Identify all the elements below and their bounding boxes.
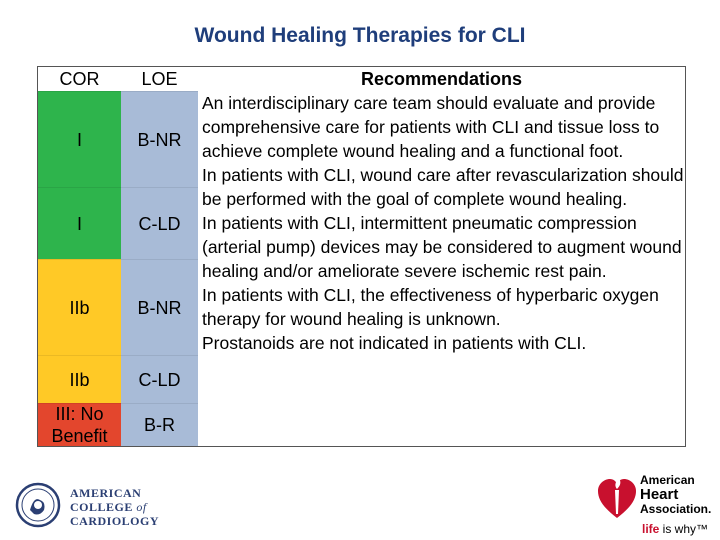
aha-line-3: Association. xyxy=(640,502,712,516)
aha-logo-text: American Heart Association. xyxy=(640,474,711,516)
header-cor: COR xyxy=(38,67,121,91)
recommendation-item: In patients with CLI, wound care after r… xyxy=(202,165,684,209)
acc-logo-text: AMERICAN COLLEGE of CARDIOLOGY xyxy=(70,486,159,528)
loe-cell: C-LD xyxy=(121,187,198,259)
acc-line-2: COLLEGE of xyxy=(70,500,159,514)
aha-tag-life: life xyxy=(642,522,660,536)
recommendation-item: Prostanoids are not indicated in patient… xyxy=(202,333,587,353)
cor-cell: IIb xyxy=(38,355,121,403)
recommendation-item: An interdisciplinary care team should ev… xyxy=(202,93,660,161)
cor-cell: I xyxy=(38,91,121,187)
acc-line-1: AMERICAN xyxy=(70,486,142,500)
loe-cell: B-NR xyxy=(121,91,198,187)
loe-cell: C-LD xyxy=(121,355,198,403)
recommendations-table: COR LOE Recommendations I I IIb IIb III:… xyxy=(37,66,686,447)
aha-heart-torch-icon xyxy=(598,476,636,518)
loe-cell: B-R xyxy=(121,403,198,446)
cor-cell: I xyxy=(38,187,121,259)
aha-line-1: American xyxy=(640,473,695,487)
acc-of: of xyxy=(136,500,147,514)
aha-tag-rest: is why™ xyxy=(659,522,709,536)
page-title: Wound Healing Therapies for CLI xyxy=(194,24,526,47)
cor-cell: IIb xyxy=(38,259,121,355)
header-loe: LOE xyxy=(121,67,198,91)
acc-college: COLLEGE xyxy=(70,500,137,514)
cor-cell: III: No Benefit xyxy=(38,403,121,446)
recommendation-item: In patients with CLI, the effectiveness … xyxy=(202,285,659,329)
acc-seal-icon xyxy=(15,482,61,528)
recommendations-text: An interdisciplinary care team should ev… xyxy=(198,91,685,355)
loe-cell: B-NR xyxy=(121,259,198,355)
acc-line-3: CARDIOLOGY xyxy=(70,514,160,528)
aha-tagline: life is why™ xyxy=(642,522,708,536)
header-recommendations: Recommendations xyxy=(198,67,685,91)
recommendation-item: In patients with CLI, intermittent pneum… xyxy=(202,213,682,281)
aha-line-2: Heart xyxy=(640,486,679,503)
